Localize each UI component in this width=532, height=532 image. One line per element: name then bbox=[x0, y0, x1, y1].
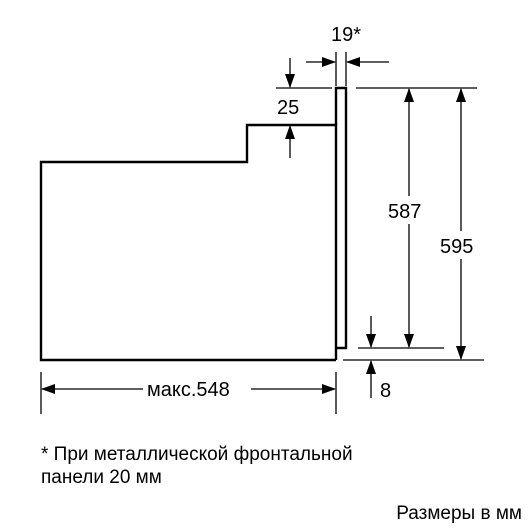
max-depth-label: макс.548 bbox=[147, 379, 230, 401]
max-depth-dimension: макс.548 bbox=[40, 372, 337, 414]
footnote: * При металлической фронтальной панели 2… bbox=[41, 443, 353, 489]
step-height-dimension: 25 bbox=[276, 58, 332, 158]
total-height-dimension: 595 bbox=[439, 88, 483, 360]
total-height-label: 595 bbox=[440, 236, 473, 258]
bottom-offset-label: 8 bbox=[380, 380, 391, 402]
step-height-label: 25 bbox=[277, 97, 299, 119]
front-depth-dimension: 19* bbox=[306, 24, 389, 86]
inner-height-label: 587 bbox=[388, 201, 421, 223]
bottom-offset-dimension: 8 bbox=[366, 316, 391, 402]
front-depth-label: 19* bbox=[331, 24, 361, 46]
oven-body-outline bbox=[39, 123, 338, 362]
footnote-line-2: панели 20 мм bbox=[41, 467, 162, 488]
units-note: Размеры в мм bbox=[396, 503, 522, 524]
inner-height-dimension: 587 bbox=[387, 88, 431, 348]
footnote-line-1: * При металлической фронтальной bbox=[41, 444, 353, 465]
oven-front-panel bbox=[334, 86, 348, 350]
